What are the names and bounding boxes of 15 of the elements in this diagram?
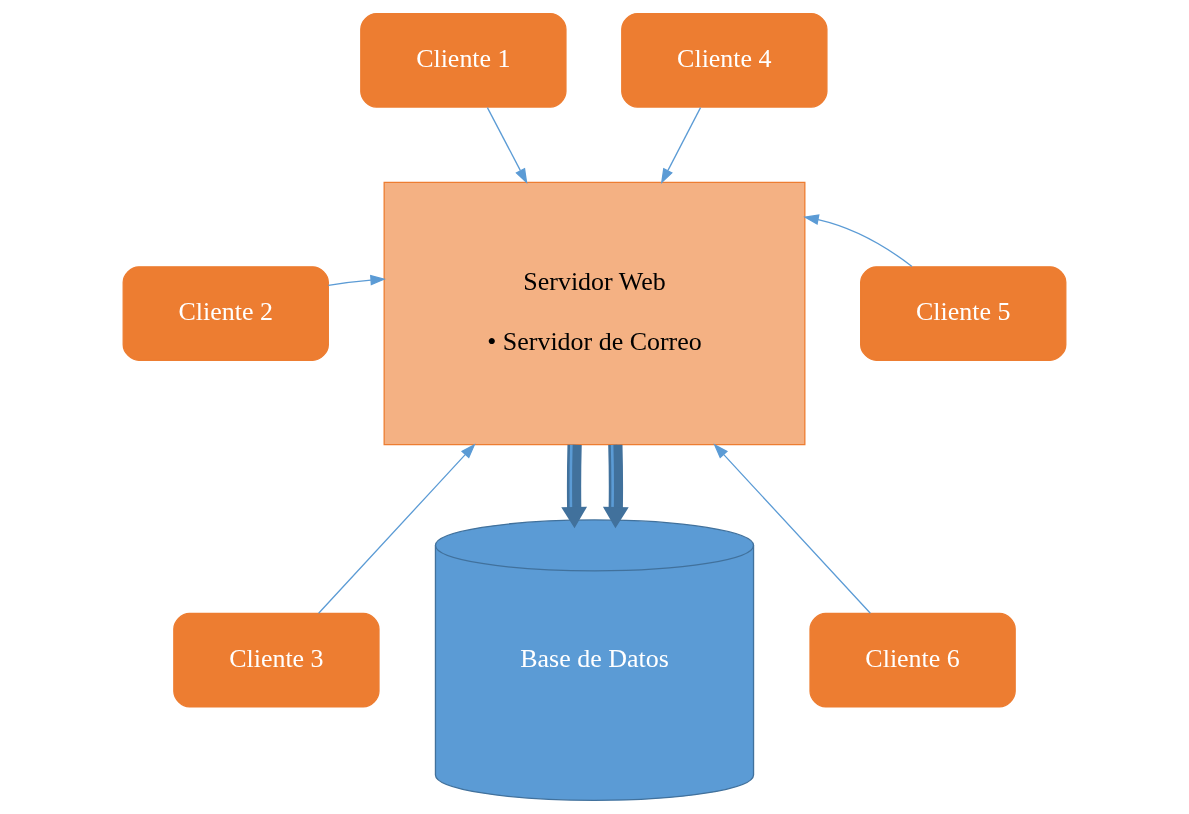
node-box: Cliente 5 bbox=[860, 266, 1067, 361]
node-box: Servidor Web • Servidor de Correo bbox=[383, 181, 806, 446]
arrow bbox=[327, 274, 386, 286]
arrow bbox=[561, 444, 588, 529]
node-box: Cliente 3 bbox=[173, 612, 380, 708]
node-box: Cliente 2 bbox=[122, 266, 329, 361]
arrow bbox=[803, 214, 913, 268]
node-box: Cliente 1 bbox=[360, 12, 567, 108]
arrow bbox=[713, 443, 871, 614]
arrow bbox=[486, 106, 528, 185]
arrow bbox=[602, 444, 629, 529]
arrow bbox=[318, 443, 476, 614]
arrow bbox=[660, 106, 702, 185]
node-box: Cliente 6 bbox=[809, 612, 1016, 708]
node-box: Cliente 4 bbox=[621, 12, 828, 108]
